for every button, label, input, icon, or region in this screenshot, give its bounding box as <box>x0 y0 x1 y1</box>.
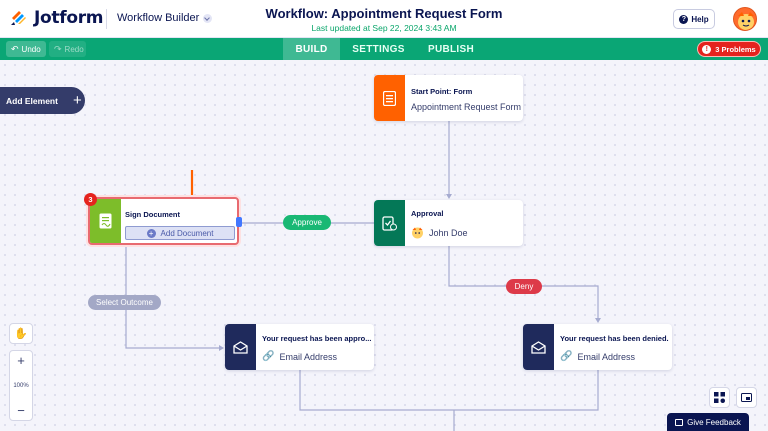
builder-toolbar: ↶ Undo ↷ Redo BUILD SETTINGS PUBLISH ! 3… <box>0 38 768 60</box>
last-updated: Last updated at Sep 22, 2024 3:43 AM <box>311 23 457 33</box>
minimap-icon <box>741 393 752 402</box>
add-element-button[interactable]: Add Element + <box>0 87 85 114</box>
link-icon: 🔗 <box>262 351 275 362</box>
workflow-builder-label: Workflow Builder <box>117 12 200 24</box>
tab-build[interactable]: BUILD <box>283 38 340 60</box>
recipient-label: Email Address <box>577 351 635 362</box>
email-icon <box>225 324 256 370</box>
connector-bottom-merge <box>299 370 599 411</box>
zoom-level: 100% <box>13 382 29 389</box>
chevron-down-icon <box>203 13 213 23</box>
node-title: Start Point: Form <box>411 87 473 96</box>
approve-label[interactable]: Approve <box>283 215 331 230</box>
tab-publish[interactable]: PUBLISH <box>428 43 474 55</box>
alert-icon: ! <box>702 44 712 54</box>
zoom-controls: + 100% − <box>9 350 33 421</box>
undo-icon: ↶ <box>11 43 19 54</box>
undo-label: Undo <box>21 44 41 54</box>
plus-circle-icon: + <box>146 228 156 238</box>
arrow-head <box>595 318 601 323</box>
jotform-logo[interactable]: Jotform <box>9 8 104 28</box>
page-title: Workflow: Appointment Request Form <box>265 6 503 21</box>
node-title: Your request has been appro... <box>262 334 372 343</box>
top-header: Jotform Workflow Builder Workflow: Appoi… <box>0 0 768 38</box>
redo-button[interactable]: ↷ Redo <box>49 41 86 57</box>
node-recipient: 🔗 Email Address <box>262 351 337 362</box>
connector-sign-email <box>125 246 222 349</box>
hand-icon: ✋ <box>14 328 28 340</box>
layout-button[interactable] <box>709 387 730 408</box>
add-document-button[interactable]: + Add Document <box>125 226 235 240</box>
error-badge: 3 <box>84 193 97 206</box>
problems-label: 3 Problems <box>715 44 756 54</box>
pan-tool-button[interactable]: ✋ <box>9 323 33 344</box>
node-approval[interactable]: Approval John Doe <box>374 200 523 246</box>
layout-icon <box>714 392 725 403</box>
problems-button[interactable]: ! 3 Problems <box>697 41 761 57</box>
add-document-label: Add Document <box>160 228 214 238</box>
form-icon <box>374 75 405 121</box>
assignee-avatar-icon <box>412 227 423 239</box>
undo-button[interactable]: ↶ Undo <box>6 41 46 57</box>
workflow-title-block: Workflow: Appointment Request Form Last … <box>234 6 534 33</box>
node-title: Approval <box>411 209 444 218</box>
redo-label: Redo <box>64 44 84 54</box>
help-label: Help <box>691 14 709 24</box>
workflow-builder-dropdown[interactable]: Workflow Builder <box>117 12 213 24</box>
deny-label[interactable]: Deny <box>506 279 542 294</box>
give-feedback-button[interactable]: Give Feedback <box>667 413 749 431</box>
arrow-head <box>446 194 452 199</box>
node-subtitle: Appointment Request Form <box>411 102 522 112</box>
connector-handle[interactable] <box>236 217 242 227</box>
approval-icon <box>374 200 405 246</box>
node-sign-document[interactable]: 3 Sign Document + Add Document <box>84 193 242 245</box>
header-divider <box>106 9 107 29</box>
node-email-approved[interactable]: Your request has been appro... 🔗 Email A… <box>225 324 374 370</box>
help-button[interactable]: ? Help <box>673 9 715 29</box>
recipient-label: Email Address <box>279 351 337 362</box>
plus-icon: + <box>72 92 82 109</box>
feedback-icon <box>675 418 684 426</box>
link-icon: 🔗 <box>560 351 573 362</box>
minimap-button[interactable] <box>736 387 757 408</box>
zoom-in-button[interactable]: + <box>17 353 25 368</box>
node-email-denied[interactable]: Your request has been denied. 🔗 Email Ad… <box>523 324 672 370</box>
question-icon: ? <box>679 14 689 24</box>
node-title: Your request has been denied. <box>560 334 669 343</box>
redo-icon: ↷ <box>54 43 62 54</box>
email-icon <box>523 324 554 370</box>
avatar[interactable] <box>733 7 757 31</box>
node-assignee: John Doe <box>411 226 468 239</box>
node-recipient: 🔗 Email Address <box>560 351 635 362</box>
sign-document-icon <box>90 199 121 243</box>
add-element-label: Add Element <box>6 95 58 106</box>
arrow-head <box>219 345 224 351</box>
node-title: Sign Document <box>125 210 181 219</box>
node-start-form[interactable]: Start Point: Form Appointment Request Fo… <box>374 75 523 121</box>
brand-name: Jotform <box>34 8 104 28</box>
select-outcome-label[interactable]: Select Outcome <box>88 295 161 310</box>
avatar-face-icon <box>738 12 754 30</box>
jotform-logo-icon <box>9 8 29 28</box>
feedback-label: Give Feedback <box>687 417 741 427</box>
zoom-out-button[interactable]: − <box>17 403 25 418</box>
tab-settings[interactable]: SETTINGS <box>352 43 405 55</box>
assignee-name: John Doe <box>429 227 468 238</box>
